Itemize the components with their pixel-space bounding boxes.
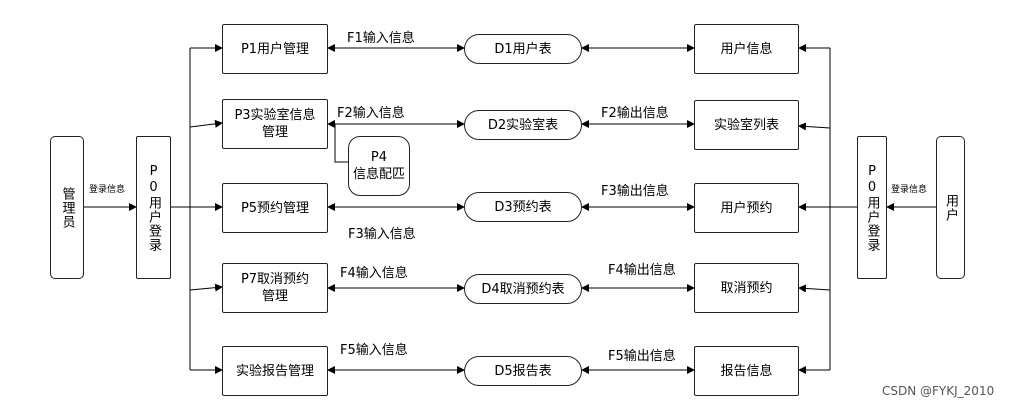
admin-label: 管理员: [59, 186, 75, 229]
store-d5: D5报告表: [464, 356, 582, 386]
process-p5: P5预约管理: [222, 183, 328, 233]
store-d2: D2实验室表: [464, 110, 582, 140]
flow-label-f3-out: F3输出信息: [601, 184, 669, 199]
p7-label-line2: 管理: [261, 289, 288, 304]
watermark: CSDN @FYKJ_2010: [882, 384, 995, 398]
arrow-bus-p7: [189, 283, 223, 292]
store-d3: D3预约表: [464, 192, 582, 222]
entity-user-booking: 用户预约: [694, 183, 799, 233]
p4-label-line1: P4: [370, 150, 388, 165]
cancel-booking-label: 取消预约: [720, 280, 773, 296]
lab-list-label: 实验室列表: [713, 117, 779, 133]
p4-connector: [334, 124, 348, 163]
d2-label: D2实验室表: [487, 117, 559, 133]
d1-label: D1用户表: [494, 41, 552, 57]
process-p3: P3实验室信息 管理: [222, 99, 328, 149]
process-p4: P4 信息配匹: [348, 136, 410, 196]
admin-actor: 管理员: [50, 136, 84, 279]
user-login-flow-label: 登录信息: [891, 185, 928, 195]
process-p1: P1用户管理: [222, 24, 328, 74]
p3-label-line1: P3实验室信息: [234, 108, 316, 123]
process-report: 实验报告管理: [222, 346, 328, 396]
flow-label-f1-in: F1输入信息: [347, 31, 415, 46]
d4-label: D4取消预约表: [481, 281, 565, 297]
arrow-bus-lablist: [798, 122, 831, 131]
login-left-label: P0用户登录: [146, 163, 161, 252]
p4-label-line2: 信息配匹: [352, 167, 405, 182]
flow-label-f4-in: F4输入信息: [340, 266, 408, 281]
d5-label: D5报告表: [494, 363, 552, 379]
user-label: 用户: [943, 193, 958, 222]
flow-label-f4-out: F4输出信息: [608, 263, 676, 278]
d3-label: D3预约表: [494, 199, 552, 215]
store-d1: D1用户表: [464, 34, 582, 64]
p5-label: P5预约管理: [240, 200, 310, 216]
user-booking-label: 用户预约: [720, 200, 773, 216]
flow-label-f5-in: F5输入信息: [340, 343, 408, 358]
store-d4: D4取消预约表: [464, 274, 582, 304]
admin-login-flow-label: 登录信息: [89, 185, 126, 195]
p1-label: P1用户管理: [240, 41, 310, 57]
login-right-label: P0用户登录: [864, 163, 880, 252]
flow-label-f2-out: F2输出信息: [601, 106, 669, 121]
entity-cancel-booking: 取消预约: [694, 263, 799, 313]
arrow-bus-cancel: [798, 284, 831, 293]
process-p7: P7取消预约 管理: [222, 263, 328, 313]
flow-label-f3-in: F3输入信息: [348, 227, 416, 242]
flow-label-f5-out: F5输出信息: [608, 349, 676, 364]
flow-label-f2-in: F2输入信息: [337, 106, 405, 121]
report-info-label: 报告信息: [720, 363, 773, 379]
entity-lab-list: 实验室列表: [694, 100, 799, 150]
entity-user-info: 用户信息: [694, 24, 799, 74]
user-actor: 用户: [936, 136, 965, 279]
report-process-label: 实验报告管理: [235, 363, 314, 379]
p3-label-line2: 管理: [261, 125, 288, 140]
user-info-label: 用户信息: [720, 41, 773, 57]
entity-report-info: 报告信息: [694, 346, 799, 396]
login-process-left: P0用户登录: [136, 136, 171, 279]
p7-label-line1: P7取消预约: [240, 272, 310, 287]
arrow-bus-p3: [189, 119, 223, 128]
login-process-right: P0用户登录: [857, 136, 887, 279]
